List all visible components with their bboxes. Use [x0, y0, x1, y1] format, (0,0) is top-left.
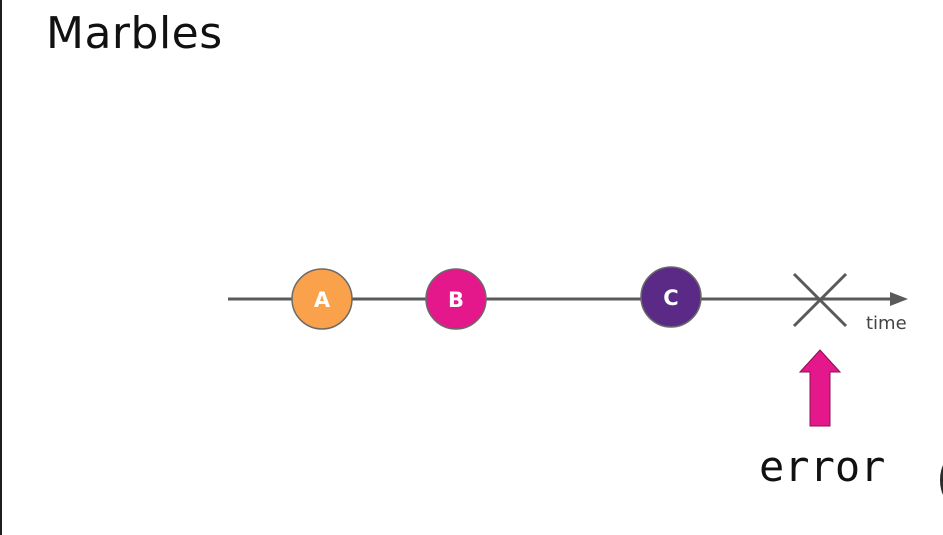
slide-title: Marbles	[46, 8, 223, 59]
marble-a: A	[291, 268, 353, 330]
timeline-arrowhead-icon	[890, 292, 908, 306]
arrow-up-icon	[798, 349, 842, 427]
marble-b-label: B	[448, 288, 464, 312]
marble-b: B	[425, 268, 487, 330]
marble-c-label: C	[663, 286, 678, 310]
error-label: error	[759, 442, 886, 491]
marble-c: C	[640, 266, 702, 328]
presenter-avatar	[940, 455, 943, 505]
time-label: time	[866, 313, 907, 334]
error-x-icon	[792, 272, 848, 328]
marble-a-label: A	[314, 288, 331, 312]
